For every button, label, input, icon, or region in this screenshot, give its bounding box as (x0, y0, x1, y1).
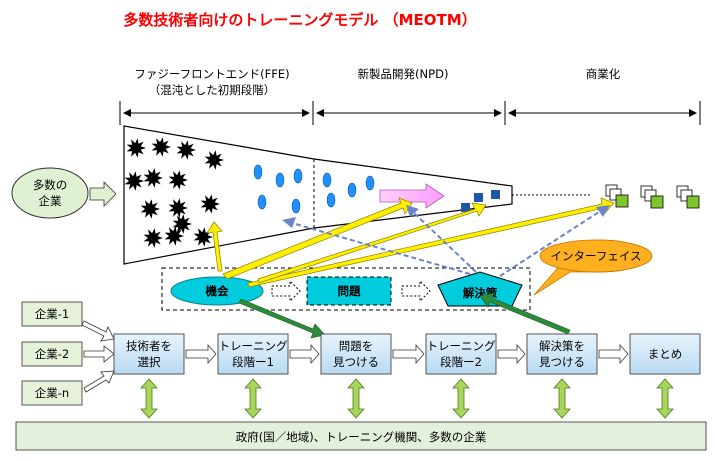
company-list: 企業-1 企業-2 企業-n (21, 301, 83, 406)
bottom-bar (15, 421, 707, 451)
support-double-arrow (452, 378, 470, 419)
phase-dimension-lines (119, 101, 701, 125)
process-step-box (113, 333, 185, 375)
support-double-arrow (140, 378, 158, 419)
bottom-bar-label: 政府(国／地域)、トレーニング機関、多数の企業 (236, 430, 487, 444)
process-flow-arrow (598, 343, 629, 365)
process-flow-arrow (392, 343, 425, 365)
process-flow-arrow (289, 343, 320, 365)
idea-dot (275, 172, 285, 188)
many-companies-label-1: 多数の (33, 178, 68, 192)
company-label-1: 企業-1 (35, 307, 69, 321)
idea-dots (253, 164, 375, 214)
idea-dot (326, 192, 336, 208)
company-box-n (21, 380, 83, 406)
process-step-box (526, 333, 598, 375)
process-step-label-2: 見つける (333, 355, 379, 369)
commercial-products (605, 184, 700, 209)
interface-label: インターフェイス (551, 249, 642, 263)
idea-dot (291, 198, 301, 214)
idea-dot (293, 168, 303, 184)
many-companies-ellipse (11, 167, 89, 219)
process-steps: 技術者を選択トレーニング段階ー1問題を見つけるトレーニング段階ー2解決策を見つけ… (113, 333, 701, 375)
chaos-burst (168, 198, 188, 218)
opportunity-label: 機会 (206, 284, 229, 298)
product-icon (640, 185, 664, 209)
process-step-label-2: 段階ー1 (232, 355, 274, 369)
company-label-2: 企業-2 (35, 347, 69, 361)
blue-arrowheads (282, 205, 610, 228)
support-double-arrow (244, 378, 262, 419)
phase-npd-label: 新製品開発(NPD) (358, 67, 449, 81)
chaos-burst (124, 171, 144, 191)
diagram-title: 多数技術者向けのトレーニングモデル （MEOTM） (123, 11, 476, 29)
companies-arrow (89, 181, 117, 207)
process-step-label-1: まとめ (648, 347, 683, 361)
problem-label: 問題 (338, 284, 361, 298)
interface-bubble (539, 239, 653, 273)
idea-dot (257, 194, 267, 210)
chaos-burst (176, 140, 196, 160)
process-step-label-1: トレーニング (427, 339, 496, 353)
chaos-burst (164, 226, 184, 246)
process-flow-arrow (497, 343, 526, 365)
company-box-2 (21, 341, 83, 367)
stage-container (161, 267, 531, 311)
process-step-label-1: 技術者を (126, 339, 172, 353)
product-squares (461, 190, 500, 212)
problem-box (306, 276, 392, 306)
yellow-arrows (206, 197, 615, 288)
company-label-n: 企業-n (35, 386, 69, 400)
process-step-label-1: トレーニング (219, 339, 288, 353)
product-icon (605, 184, 629, 208)
chaos-burst (143, 168, 163, 188)
support-double-arrow (656, 378, 674, 419)
process-step-label-1: 解決策を (539, 339, 585, 353)
idea-dot (253, 164, 263, 180)
stage-arrow-2 (401, 279, 431, 303)
chaos-burst (151, 137, 171, 157)
opportunity-ellipse (170, 276, 264, 306)
stage-arrow-1 (271, 279, 301, 303)
process-step-box (320, 333, 392, 375)
chaos-burst (140, 199, 160, 219)
process-step-label-2: 選択 (138, 355, 161, 369)
blue-dashed-arrows (291, 209, 603, 277)
support-arrows (140, 378, 674, 419)
chaos-burst (126, 138, 146, 158)
support-double-arrow (553, 378, 571, 419)
many-companies-label-2: 企業 (39, 194, 62, 208)
chaos-burst (204, 150, 224, 170)
process-step-label-2: 段階ー2 (440, 355, 482, 369)
pink-flow-arrow (379, 183, 445, 209)
phase-ffe-label: ファジーフロントエンド(FFE) (134, 67, 289, 81)
company-arrows (81, 320, 115, 393)
chaos-burst (172, 214, 192, 234)
company-box-1 (21, 301, 83, 327)
idea-dot (347, 182, 357, 198)
process-flow-arrow (185, 343, 217, 365)
chaos-burst (168, 170, 188, 190)
product-icon (676, 185, 700, 209)
support-double-arrow (347, 378, 365, 419)
process-step-label-1: 問題を (339, 339, 374, 353)
process-step-box (217, 333, 289, 375)
process-step-label-2: 見つける (539, 355, 585, 369)
process-step-box (425, 333, 497, 375)
phase-commercialization-label: 商業化 (586, 67, 621, 81)
chaos-burst (200, 194, 220, 214)
idea-dot (322, 172, 332, 188)
green-arrows (238, 292, 571, 339)
process-step-box (629, 333, 701, 375)
idea-dot (365, 175, 375, 191)
solution-pentagon (437, 271, 523, 307)
chaos-burst (143, 228, 163, 248)
phase-ffe-sublabel: （混沌とした初期段階） (149, 83, 276, 97)
